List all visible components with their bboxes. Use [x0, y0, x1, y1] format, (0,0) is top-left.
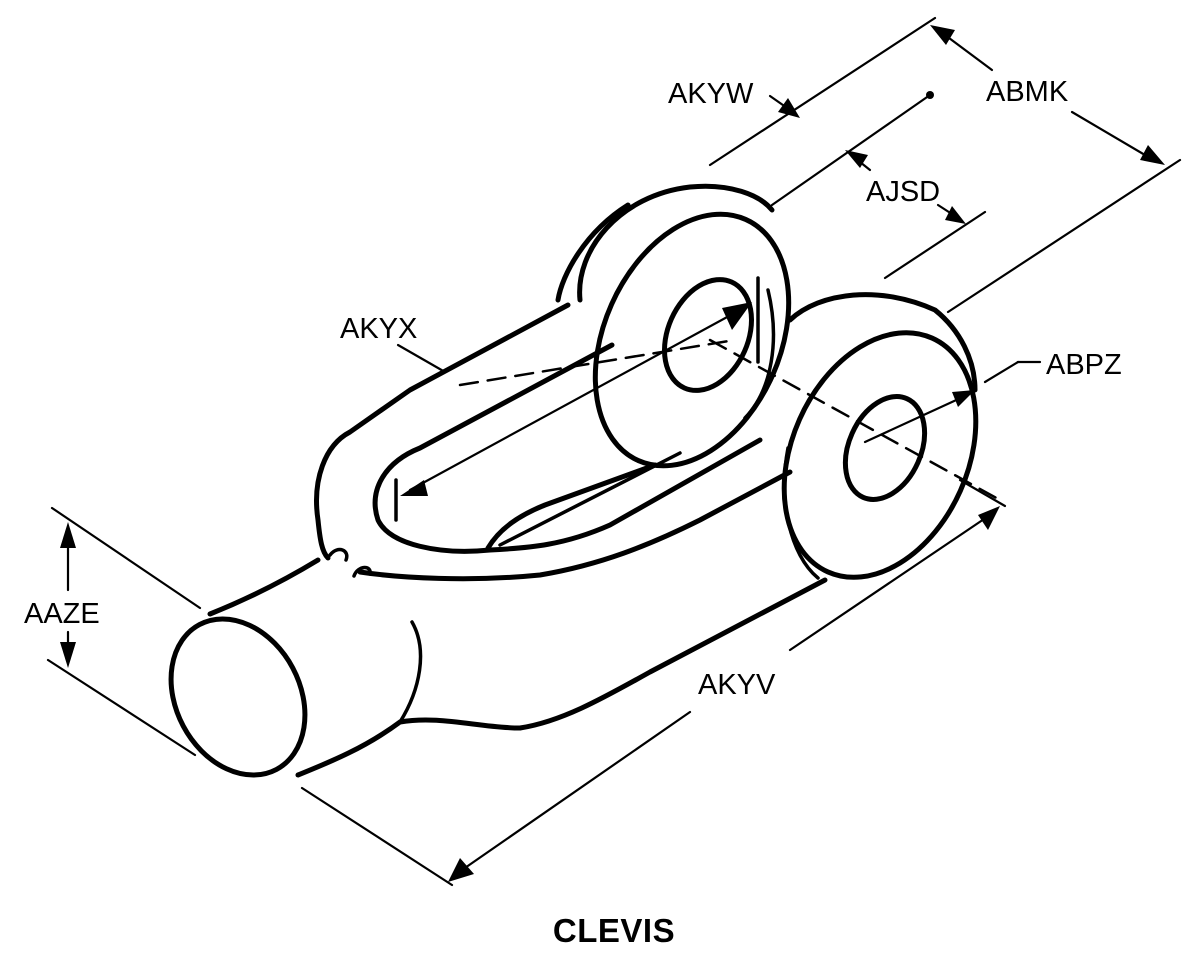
- label-akyv: AKYV: [698, 669, 776, 701]
- ajsd-extension-1: [770, 93, 932, 207]
- akyx-arrow-left: [400, 480, 428, 496]
- abmk-arrow-2: [1140, 145, 1165, 165]
- akyw-arrow: [778, 98, 800, 118]
- lower-ear-face: [781, 330, 979, 580]
- fork-slot-floor-2: [498, 451, 682, 547]
- abmk-leader-1: [943, 33, 994, 72]
- fork-notch: [328, 547, 372, 578]
- ajsd-extension-1-dot: [926, 91, 934, 99]
- abmk-leader-2: [1070, 110, 1152, 160]
- lower-ear-hole: [842, 394, 928, 502]
- lower-ear-back: [787, 292, 978, 393]
- aaze-extension-top: [50, 506, 202, 610]
- abpz-leader-d: [983, 360, 1020, 384]
- upper-ear-rim: [743, 288, 776, 420]
- dimension-lines: [46, 16, 1182, 887]
- lower-ear-side: [782, 446, 820, 580]
- label-abpz: ABPZ: [1046, 349, 1122, 381]
- diagram-title: CLEVIS: [553, 912, 675, 949]
- aaze-arrow-bottom: [60, 642, 76, 668]
- abmk-extension-1: [708, 16, 937, 167]
- aaze-arrow-top: [60, 522, 76, 548]
- shank-neck-curve: [398, 620, 423, 724]
- abmk-extension-2: [946, 158, 1182, 314]
- upper-ear-back: [577, 183, 775, 303]
- akyx-dim-line: [408, 308, 742, 492]
- label-akyx: AKYX: [340, 313, 417, 345]
- abpz-dim-line: [863, 394, 967, 444]
- akyv-dim-line-1: [460, 710, 692, 872]
- body-bottom-edge: [517, 577, 828, 731]
- abmk-arrow-1: [930, 25, 955, 45]
- shank-bottom-edge: [295, 717, 523, 778]
- ajsd-arrow-2: [945, 206, 966, 224]
- upper-ear-hole: [662, 277, 754, 393]
- akyv-arrow-right: [978, 506, 1000, 530]
- ajsd-arrow-1: [845, 150, 868, 168]
- abpz-arrow: [952, 390, 975, 407]
- dimension-labels: AKYW ABMK AJSD AKYX ABPZ AAZE AKYV CLEVI…: [24, 76, 1122, 949]
- clevis-part: [168, 183, 979, 778]
- label-aaze: AAZE: [24, 598, 100, 630]
- shank-top-edge: [207, 557, 321, 617]
- label-abmk: ABMK: [986, 76, 1069, 108]
- akyv-dim-line-2: [788, 513, 992, 652]
- aaze-extension-bottom: [46, 658, 197, 757]
- shank-end-face: [168, 616, 308, 778]
- fork-upper-ear-join: [555, 202, 631, 303]
- label-akyw: AKYW: [668, 78, 754, 110]
- akyv-extension-left: [300, 786, 454, 887]
- fork-slot-floor: [485, 462, 658, 551]
- akyx-axis: [458, 338, 737, 387]
- fork-upper-outer-edge: [314, 302, 571, 561]
- hole-centerline: [708, 338, 1002, 502]
- label-ajsd: AJSD: [866, 176, 940, 208]
- fork-slot-outline: [372, 342, 763, 554]
- akyx-arrow-right: [722, 302, 752, 330]
- fork-lower-outer-edge: [357, 469, 793, 582]
- akyv-arrow-left: [448, 858, 474, 882]
- akyx-leader: [396, 343, 447, 374]
- ajsd-extension-2: [883, 210, 987, 280]
- akyv-extension-right: [958, 478, 1007, 508]
